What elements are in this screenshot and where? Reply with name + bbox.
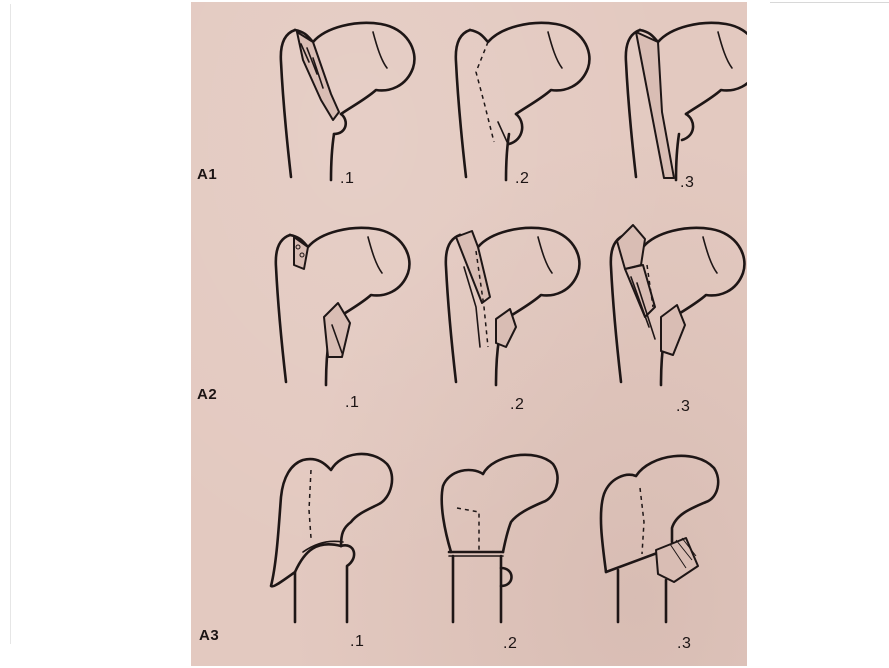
row-label-a1: A1 [197, 166, 217, 183]
figure-a3-3 [601, 456, 718, 622]
figure-label-a2-2: .2 [510, 396, 524, 414]
figure-a2-3 [611, 225, 745, 385]
classification-figure: A1 A2 A3 .1 .2 .3 .1 .2 .3 .1 .2 .3 [191, 2, 747, 666]
figure-label-a3-1: .1 [350, 633, 364, 651]
femur-drawings [191, 2, 747, 666]
row-label-a2: A2 [197, 386, 217, 403]
figure-a1-2 [456, 23, 590, 180]
figure-a3-1 [271, 454, 392, 622]
figure-label-a3-2: .2 [503, 635, 517, 653]
figure-a3-2 [442, 455, 558, 622]
figure-label-a2-1: .1 [345, 394, 359, 412]
frame-line-left [10, 4, 11, 644]
frame-line-top [770, 2, 889, 3]
figure-a1-1 [281, 23, 415, 180]
figure-label-a1-1: .1 [340, 170, 354, 188]
figure-label-a3-3: .3 [677, 635, 691, 653]
figure-a2-2 [446, 228, 580, 385]
figure-a2-1 [276, 228, 410, 385]
figure-label-a2-3: .3 [676, 398, 690, 416]
figure-label-a1-2: .2 [515, 170, 529, 188]
row-label-a3: A3 [199, 627, 219, 644]
figure-a1-3 [626, 23, 747, 180]
figure-label-a1-3: .3 [680, 174, 694, 192]
